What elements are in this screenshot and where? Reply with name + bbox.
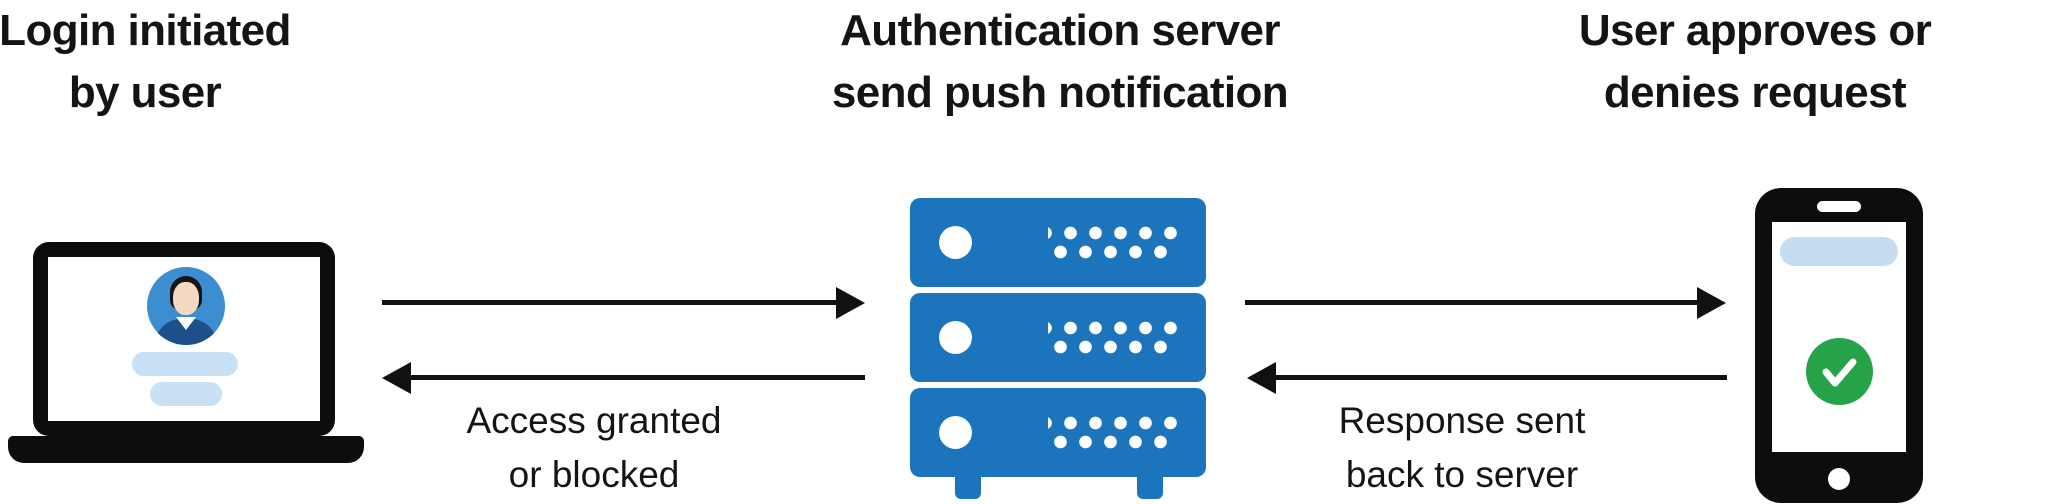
arrowhead-left-icon: [1247, 362, 1276, 394]
laptop-screen: [48, 257, 320, 421]
checkmark-icon: [1806, 338, 1873, 405]
checkmark-glyph: [1822, 358, 1857, 387]
server-unit: [910, 293, 1206, 382]
arrow-user-response: [1247, 362, 1727, 394]
stage-title-user-approval: User approves or denies request: [1578, 6, 1932, 117]
avatar-face: [173, 282, 199, 315]
arrow-shaft: [1245, 300, 1700, 305]
stage-title-login: Login initiated by user: [0, 6, 291, 117]
speaker-slot-icon: [1817, 201, 1861, 212]
server-unit: [910, 388, 1206, 477]
arrow-shaft: [408, 375, 865, 380]
arrow-access-result: [382, 362, 865, 394]
smartphone-approve-icon: [1755, 188, 1923, 503]
server-vent-dots: [1048, 223, 1178, 263]
server-vent-dots: [1048, 318, 1178, 358]
flow-label-response-sent: Response sent back to server: [1338, 400, 1586, 495]
laptop-base: [8, 436, 364, 463]
arrowhead-right-icon: [1697, 287, 1726, 319]
password-field-placeholder-bar: [150, 382, 222, 406]
arrow-shaft: [1273, 375, 1727, 380]
server-foot: [955, 477, 981, 499]
flow-label-access-granted: Access granted or blocked: [466, 400, 722, 495]
notification-banner-bar: [1780, 237, 1898, 266]
home-button-icon: [1828, 468, 1850, 490]
arrow-push-notification: [1245, 287, 1726, 319]
server-led-icon: [939, 416, 972, 449]
arrow-login-request: [382, 287, 865, 319]
server-stack-icon: [910, 198, 1206, 500]
arrow-shaft: [382, 300, 839, 305]
laptop-login-icon: [8, 240, 364, 464]
arrowhead-right-icon: [836, 287, 865, 319]
stage-title-auth-server: Authentication server send push notifica…: [831, 6, 1289, 117]
phone-screen: [1772, 222, 1906, 452]
server-foot: [1137, 477, 1163, 499]
server-led-icon: [939, 226, 972, 259]
arrowhead-left-icon: [382, 362, 411, 394]
server-vent-dots: [1048, 413, 1178, 453]
username-field-placeholder-bar: [132, 352, 238, 376]
server-led-icon: [939, 321, 972, 354]
server-unit: [910, 198, 1206, 287]
user-avatar-icon: [147, 267, 225, 345]
